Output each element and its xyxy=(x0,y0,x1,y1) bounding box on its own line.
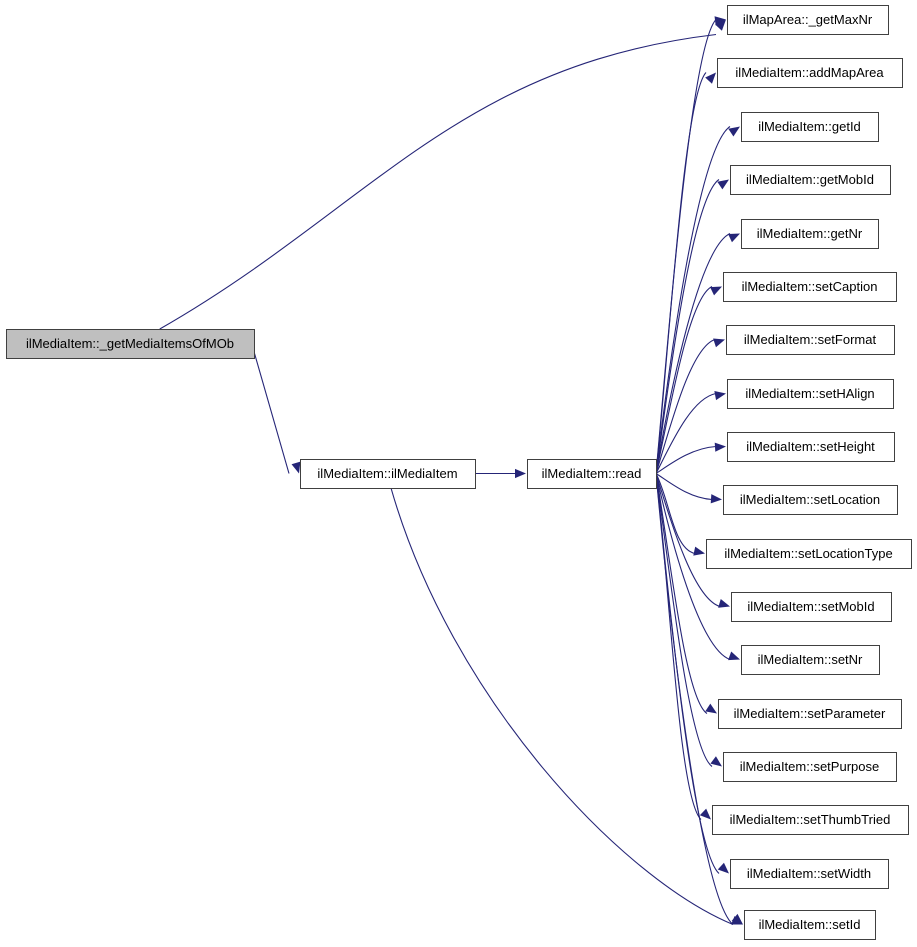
node-il-media-item-read[interactable]: ilMediaItem::read xyxy=(527,459,657,489)
arrow-head-set-location xyxy=(710,494,722,504)
edge-read-to-set-nr xyxy=(655,473,731,661)
node-box xyxy=(727,5,889,35)
edge-read-to-get-id xyxy=(655,126,731,474)
edge-read-to-set-mob-id xyxy=(655,473,721,608)
node-box xyxy=(741,219,879,249)
node-il-media-item-get-nr[interactable]: ilMediaItem::getNr xyxy=(741,219,879,249)
arrow-head-get-max-nr xyxy=(714,16,726,26)
node-box xyxy=(726,325,895,355)
node-il-media-item-set-format[interactable]: ilMediaItem::setFormat xyxy=(726,325,895,355)
arrow-head-set-parameter xyxy=(705,703,717,714)
edge-root-to-ctor xyxy=(253,351,290,474)
node-box xyxy=(744,910,876,940)
arrow-head-set-thumb-tried xyxy=(699,808,711,820)
node-il-media-item-set-nr[interactable]: ilMediaItem::setNr xyxy=(741,645,880,675)
edges-layer xyxy=(159,16,743,926)
arrow-head-get-max-nr xyxy=(715,19,726,31)
node-box xyxy=(6,329,255,359)
node-il-media-item-set-parameter[interactable]: ilMediaItem::setParameter xyxy=(718,699,902,729)
node-il-media-item-set-width[interactable]: ilMediaItem::setWidth xyxy=(730,859,889,889)
node-box xyxy=(730,859,889,889)
node-box xyxy=(727,379,894,409)
node-box xyxy=(527,459,657,489)
edge-read-to-set-location-type xyxy=(655,473,696,555)
node-box xyxy=(300,459,476,489)
arrow-head-set-purpose xyxy=(710,756,722,767)
arrow-head-get-id xyxy=(728,126,740,137)
edge-read-to-set-purpose xyxy=(655,473,713,767)
arrow-head-add-map-area xyxy=(705,72,716,84)
edge-read-to-set-halign xyxy=(655,392,717,474)
arrow-head-ctor xyxy=(291,461,301,474)
node-box xyxy=(741,112,879,142)
edge-ctor-to-set-id xyxy=(390,487,734,926)
node-il-media-item-il-media-item[interactable]: ilMediaItem::ilMediaItem xyxy=(300,459,476,489)
node-il-media-item-set-location-type[interactable]: ilMediaItem::setLocationType xyxy=(706,539,912,569)
node-box xyxy=(731,592,892,622)
edge-read-to-get-nr xyxy=(655,233,731,474)
node-il-media-item-add-map-area[interactable]: ilMediaItem::addMapArea xyxy=(717,58,903,88)
node-il-media-item-get-media-items-of-mob: ilMediaItem::_getMediaItemsOfMOb xyxy=(6,329,255,359)
arrow-head-set-width xyxy=(717,862,729,874)
edge-read-to-set-format xyxy=(655,338,716,474)
node-il-media-item-set-height[interactable]: ilMediaItem::setHeight xyxy=(727,432,895,462)
node-box xyxy=(706,539,912,569)
node-il-media-item-get-mob-id[interactable]: ilMediaItem::getMobId xyxy=(730,165,891,195)
nodes-layer: ilMediaItem::_getMediaItemsOfMObilMediaI… xyxy=(6,5,912,940)
node-il-media-item-set-halign[interactable]: ilMediaItem::setHAlign xyxy=(727,379,894,409)
arrow-head-set-id xyxy=(731,913,743,925)
arrow-head-get-nr xyxy=(728,233,740,243)
arrow-head-set-height xyxy=(714,442,726,452)
arrow-head-set-halign xyxy=(714,391,726,401)
edge-read-to-set-location xyxy=(655,473,713,501)
node-box xyxy=(712,805,909,835)
arrow-head-get-mob-id xyxy=(717,179,729,190)
arrow-head-set-format xyxy=(713,338,725,348)
edge-read-to-get-mob-id xyxy=(655,179,720,474)
node-box xyxy=(730,165,891,195)
arrow-head-set-location-type xyxy=(693,546,705,556)
node-il-media-item-set-mob-id[interactable]: ilMediaItem::setMobId xyxy=(731,592,892,622)
node-box xyxy=(723,272,897,302)
node-il-map-area-get-max-nr[interactable]: ilMapArea::_getMaxNr xyxy=(727,5,889,35)
arrow-head-set-nr xyxy=(728,651,740,661)
arrow-head-set-mob-id xyxy=(718,598,730,608)
node-il-media-item-set-id[interactable]: ilMediaItem::setId xyxy=(744,910,876,940)
node-box xyxy=(741,645,880,675)
arrow-head-read xyxy=(515,468,526,479)
edge-read-to-set-caption xyxy=(655,286,713,474)
node-box xyxy=(727,432,895,462)
node-il-media-item-set-location[interactable]: ilMediaItem::setLocation xyxy=(723,485,898,515)
node-il-media-item-get-id[interactable]: ilMediaItem::getId xyxy=(741,112,879,142)
edge-root-to-get-max-nr xyxy=(159,33,717,330)
node-box xyxy=(717,58,903,88)
node-box xyxy=(723,485,898,515)
node-box xyxy=(718,699,902,729)
arrow-head-set-caption xyxy=(710,286,722,296)
node-box xyxy=(723,752,897,782)
node-il-media-item-set-caption[interactable]: ilMediaItem::setCaption xyxy=(723,272,897,302)
node-il-media-item-set-thumb-tried[interactable]: ilMediaItem::setThumbTried xyxy=(712,805,909,835)
edge-read-to-add-map-area xyxy=(655,72,707,474)
edge-read-to-set-height xyxy=(655,445,717,474)
node-il-media-item-set-purpose[interactable]: ilMediaItem::setPurpose xyxy=(723,752,897,782)
edge-read-to-set-id xyxy=(655,473,734,925)
edge-read-to-set-parameter xyxy=(655,473,708,714)
